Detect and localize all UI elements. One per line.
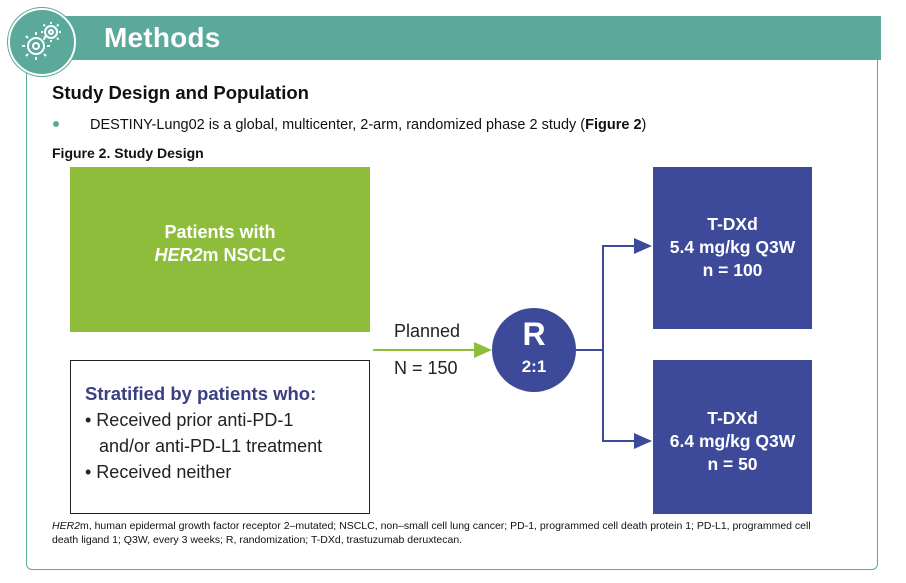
arrow-label-planned: Planned [394, 321, 461, 341]
bullet-text: DESTINY-Lung02 is a global, multicenter,… [90, 117, 647, 133]
figure-caption: Figure 2. Study Design [52, 145, 204, 161]
arm-dose: 5.4 mg/kg Q3W [669, 237, 796, 257]
patients-line1: Patients with [164, 222, 276, 242]
gears-icon [8, 8, 76, 76]
page-title: Methods [104, 22, 221, 53]
arm-box-1: T-DXd 5.4 mg/kg Q3W n = 100 [653, 167, 812, 329]
arrow-branch [576, 246, 604, 351]
stratification-item: • Received neither [85, 462, 232, 482]
content-panel-border [26, 18, 878, 570]
arm-name: T-DXd [707, 408, 758, 428]
arrow-label-n: N = 150 [394, 358, 458, 378]
arm-n: n = 50 [707, 454, 758, 474]
patients-line2: HER2m NSCLC [154, 245, 286, 265]
randomization-circle: R 2:1 [492, 308, 576, 392]
header-bar [26, 16, 881, 60]
randomization-letter: R [522, 316, 546, 352]
randomization-ratio: 2:1 [521, 357, 547, 376]
arm-box-2: T-DXd 6.4 mg/kg Q3W n = 50 [653, 360, 812, 514]
stratification-title: Stratified by patients who: [85, 383, 317, 404]
stratification-item: • Received prior anti-PD-1 [85, 410, 294, 430]
stratification-item: and/or anti-PD-L1 treatment [99, 436, 323, 456]
bullet-dot [53, 121, 59, 127]
arm-name: T-DXd [707, 214, 758, 234]
stratification-box: Stratified by patients who: • Received p… [70, 360, 370, 514]
section-title: Study Design and Population [52, 82, 309, 103]
patients-box: Patients with HER2m NSCLC [70, 167, 370, 332]
arm-n: n = 100 [702, 260, 763, 280]
arm-dose: 6.4 mg/kg Q3W [669, 431, 796, 451]
footnote: HER2m, human epidermal growth factor rec… [52, 520, 811, 546]
